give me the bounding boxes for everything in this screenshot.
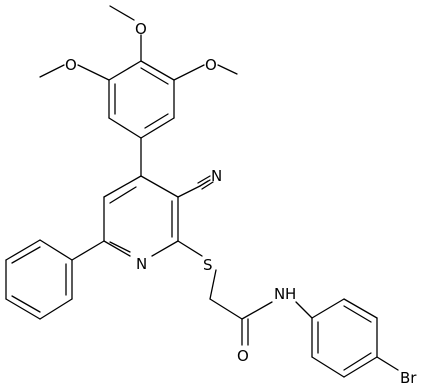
atom-label-bromine: Br bbox=[400, 369, 417, 387]
methoxy-bonds bbox=[39, 5, 238, 81]
atom-label-nitrile-nitrogen: N bbox=[211, 167, 222, 185]
pyridine-ring bbox=[103, 175, 179, 257]
atom-label-methoxy-oxygen-right: O bbox=[205, 56, 217, 74]
atom-label-amide-hydrogen: H bbox=[285, 285, 296, 303]
atom-label-amide-nitrogen: N bbox=[274, 285, 285, 303]
atom-label-methoxy-oxygen-left: O bbox=[65, 56, 77, 74]
atom-labels: N N S N H O Br O O O bbox=[65, 20, 417, 387]
atom-label-carbonyl-oxygen: O bbox=[237, 347, 249, 365]
phenyl-ring bbox=[5, 239, 105, 320]
trimethoxyphenyl-ring bbox=[108, 60, 175, 177]
nitrile-group bbox=[177, 175, 214, 198]
atom-label-ring-nitrogen: N bbox=[136, 255, 147, 273]
atom-label-sulfur: S bbox=[203, 256, 213, 274]
bromophenyl-ring bbox=[311, 298, 399, 378]
thioacetamide-chain bbox=[177, 240, 313, 346]
atom-label-methoxy-oxygen-top: O bbox=[135, 20, 147, 38]
